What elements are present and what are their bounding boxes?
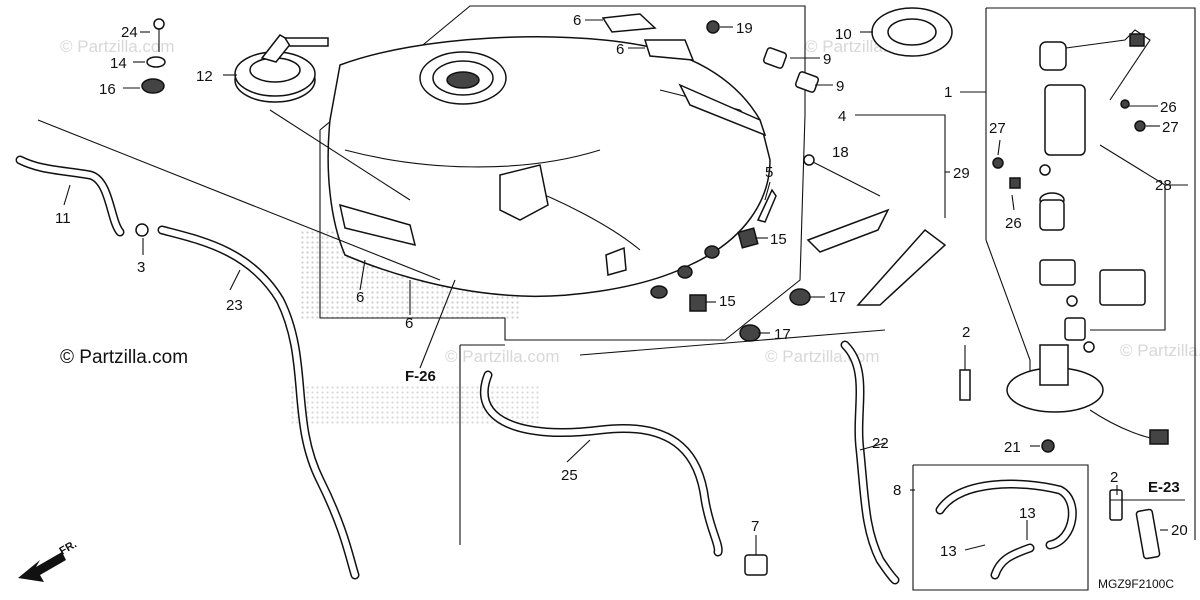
callout-27a: 27 xyxy=(989,120,1006,137)
side-bracket-parts xyxy=(678,83,947,342)
callout-16: 16 xyxy=(99,81,116,98)
callout-28: 28 xyxy=(1155,177,1172,194)
callout-17b: 17 xyxy=(774,326,791,343)
callout-23: 23 xyxy=(226,297,243,314)
callout-3: 3 xyxy=(137,259,145,276)
hose-8 xyxy=(935,479,1077,580)
callout-6c: 6 xyxy=(356,289,364,306)
callout-26b: 26 xyxy=(1005,215,1022,232)
fuel-pump-assembly xyxy=(992,29,1169,445)
callout-17a: 17 xyxy=(829,289,846,306)
callout-2b: 2 xyxy=(1110,469,1118,486)
callouts: 24 14 16 12 11 3 23 6 6 6 6 19 9 9 10 4 … xyxy=(55,12,1188,560)
callout-6d: 6 xyxy=(405,315,413,332)
callout-25: 25 xyxy=(561,467,578,484)
callout-6b: 6 xyxy=(616,41,624,58)
callout-20: 20 xyxy=(1171,522,1188,539)
ref-label-f26: F-26 xyxy=(405,368,436,385)
callout-26a: 26 xyxy=(1160,99,1177,116)
front-label: FR. xyxy=(58,538,79,557)
callout-1: 1 xyxy=(944,84,952,101)
callout-24: 24 xyxy=(121,24,138,41)
honda-word-watermark xyxy=(290,385,540,425)
copyright-text: © Partzilla.com xyxy=(60,347,188,368)
callout-19: 19 xyxy=(736,20,753,37)
hose-23 xyxy=(157,225,360,580)
callout-15a: 15 xyxy=(770,231,787,248)
front-direction-arrow: FR. xyxy=(18,538,79,582)
hose-22 xyxy=(840,340,900,585)
watermark-text: © Partzilla.com xyxy=(765,347,880,366)
callout-15b: 15 xyxy=(719,293,736,310)
callout-29: 29 xyxy=(953,165,970,182)
callout-27b: 27 xyxy=(1162,119,1179,136)
callout-13a: 13 xyxy=(1019,505,1036,522)
upper-small-parts xyxy=(601,7,953,93)
callout-9b: 9 xyxy=(836,78,844,95)
callout-11: 11 xyxy=(55,210,71,227)
watermark-text: © Partzilla.com xyxy=(60,37,175,56)
ref-label-e23: E-23 xyxy=(1148,479,1180,496)
callout-4: 4 xyxy=(838,108,846,125)
callout-13b: 13 xyxy=(940,543,957,560)
fuel-tank xyxy=(327,36,771,299)
callout-8: 8 xyxy=(893,482,901,499)
callout-14: 14 xyxy=(110,55,127,72)
callout-10: 10 xyxy=(835,26,852,43)
callout-12: 12 xyxy=(196,68,213,85)
hose-11 xyxy=(15,155,125,237)
callout-7: 7 xyxy=(751,518,759,535)
small-fittings xyxy=(135,223,1161,576)
hose-25 xyxy=(479,370,723,557)
callout-5: 5 xyxy=(765,164,773,181)
callout-18: 18 xyxy=(832,144,849,161)
watermark-text: © Partzilla.com xyxy=(1120,341,1200,360)
fuel-cap-assembly xyxy=(141,18,329,103)
watermark-text: © Partzilla.com xyxy=(445,347,560,366)
callout-21: 21 xyxy=(1004,439,1021,456)
callout-22: 22 xyxy=(872,435,889,452)
leader-lines xyxy=(37,19,1188,555)
callout-6a: 6 xyxy=(573,12,581,29)
callout-9a: 9 xyxy=(823,51,831,68)
diagram-code: MGZ9F2100C xyxy=(1098,577,1174,591)
callout-2a: 2 xyxy=(962,324,970,341)
